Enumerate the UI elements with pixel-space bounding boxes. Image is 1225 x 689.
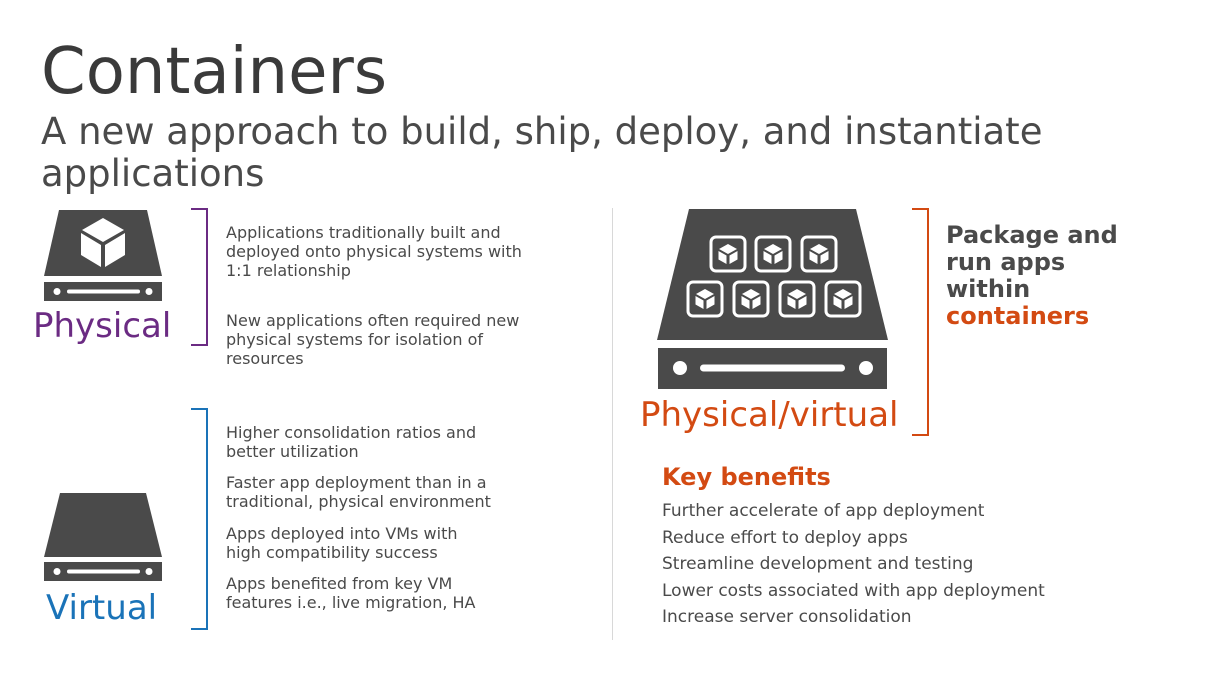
virtual-paragraph-4: Apps benefited from key VM features i.e.…	[226, 574, 476, 612]
physical-server-icon	[44, 210, 162, 301]
key-benefits-list: Further accelerate of app deployment Red…	[662, 498, 1045, 631]
physical-paragraph-2: New applications often required new phys…	[226, 311, 520, 368]
virtual-server-icon	[44, 493, 162, 581]
package-statement: Package and run apps within containers	[946, 222, 1121, 330]
page-title: Containers	[41, 35, 388, 109]
section-divider	[612, 208, 613, 640]
physical-paragraph-1: Applications traditionally built and dep…	[226, 223, 522, 280]
virtual-paragraph-2: Faster app deployment than in a traditio…	[226, 473, 491, 511]
containers-bracket	[912, 208, 929, 436]
container-server-icon	[657, 209, 888, 389]
virtual-paragraph-3: Apps deployed into VMs with high compati…	[226, 524, 458, 562]
virtual-paragraph-1: Higher consolidation ratios and better u…	[226, 423, 477, 461]
key-benefit-item: Reduce effort to deploy apps	[662, 527, 908, 548]
key-benefit-item: Further accelerate of app deployment	[662, 501, 985, 521]
key-benefits-title: Key benefits	[662, 463, 831, 491]
package-text: Package and run apps within	[946, 221, 1118, 303]
physical-bracket	[191, 208, 208, 346]
virtual-bracket	[191, 408, 208, 630]
package-accent: containers	[946, 302, 1090, 330]
page-subtitle: A new approach to build, ship, deploy, a…	[41, 110, 1043, 195]
physical-label: Physical	[33, 306, 172, 346]
key-benefit-item: Lower costs associated with app deployme…	[662, 580, 1045, 601]
physical-virtual-label: Physical/virtual	[640, 395, 899, 435]
key-benefit-item: Increase server consolidation	[662, 607, 912, 627]
virtual-label: Virtual	[46, 588, 158, 628]
key-benefit-item: Streamline development and testing	[662, 554, 974, 574]
